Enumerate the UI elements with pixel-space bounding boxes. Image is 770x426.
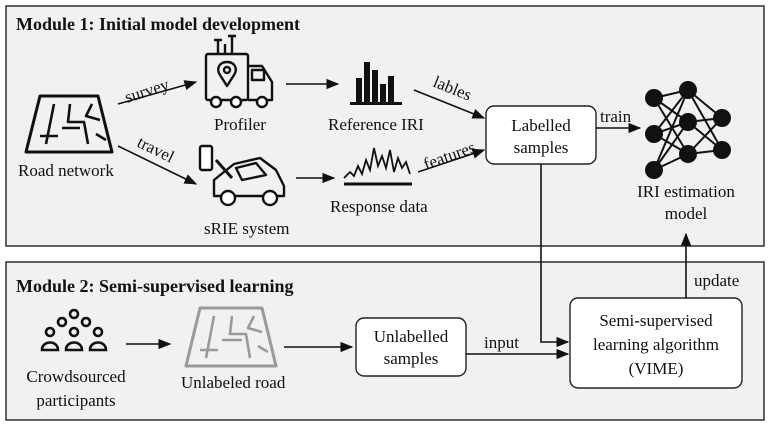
response-data-label: Response data bbox=[330, 197, 428, 216]
ssl-algorithm-box bbox=[569, 297, 743, 389]
car-with-phone-icon bbox=[198, 144, 286, 207]
arrow-travel bbox=[117, 145, 198, 185]
module2-title: Module 2: Semi-supervised learning bbox=[16, 276, 294, 296]
ssl-label-2: learning algorithm bbox=[593, 335, 719, 354]
arrow-survey bbox=[117, 80, 198, 105]
profiler-truck-icon bbox=[204, 34, 274, 109]
module1-title: Module 1: Initial model development bbox=[16, 14, 300, 34]
crowd-label-2: participants bbox=[36, 391, 115, 410]
arrow-labelled-to-ssl bbox=[540, 164, 570, 348]
arrow-features bbox=[417, 148, 486, 173]
arrow-lables bbox=[413, 89, 486, 119]
profiler-label: Profiler bbox=[214, 115, 266, 134]
road-map-icon bbox=[24, 94, 114, 154]
ssl-label-1: Semi-supervised bbox=[599, 311, 713, 330]
unlabelled-samples-label-2: samples bbox=[384, 349, 439, 368]
unlabelled-samples-label-1: Unlabelled bbox=[374, 327, 449, 346]
edge-label-update: update bbox=[694, 271, 739, 290]
srie-system-label: sRIE system bbox=[204, 219, 289, 238]
unlabeled-road-icon bbox=[184, 306, 278, 368]
labelled-samples-label-2: samples bbox=[514, 138, 569, 157]
iri-model-label-2: model bbox=[665, 204, 708, 223]
bar-chart-icon bbox=[350, 62, 402, 105]
ssl-label-3: (VIME) bbox=[629, 359, 684, 378]
unlabeled-road-label: Unlabeled road bbox=[181, 373, 286, 392]
road-network-label: Road network bbox=[18, 161, 114, 180]
signal-waveform-icon bbox=[343, 147, 412, 186]
iri-model-label-1: IRI estimation bbox=[637, 182, 735, 201]
edge-label-input: input bbox=[484, 333, 519, 352]
edge-label-train: train bbox=[600, 107, 632, 126]
crowd-label-1: Crowdsourced bbox=[26, 367, 126, 386]
neural-network-icon bbox=[645, 81, 731, 179]
crowd-people-icon bbox=[40, 308, 108, 352]
reference-iri-label: Reference IRI bbox=[328, 115, 424, 134]
labelled-samples-label-1: Labelled bbox=[511, 116, 571, 135]
unlabelled-samples-box bbox=[355, 317, 467, 377]
